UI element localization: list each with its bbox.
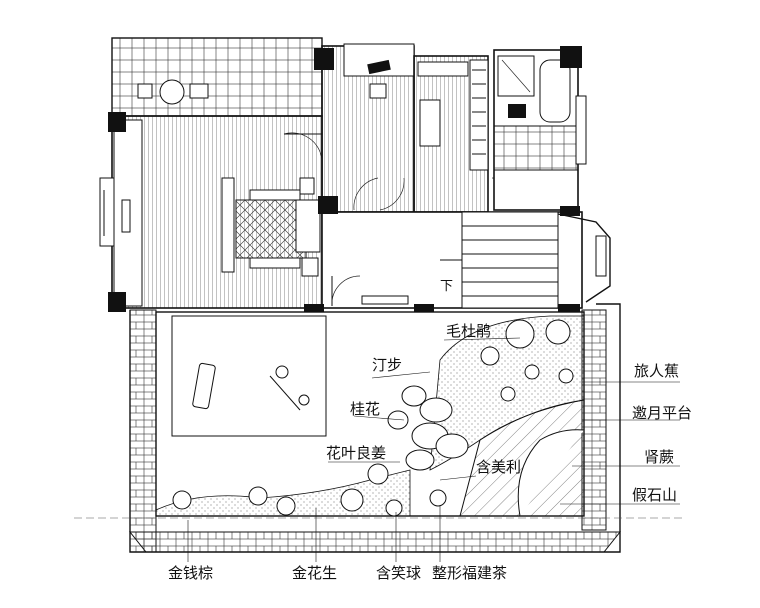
- stair-down-mark: 下: [440, 279, 453, 294]
- columns: [108, 46, 582, 312]
- label-tingbu: 汀步: [372, 356, 402, 374]
- tiled-balcony: [111, 37, 323, 117]
- label-maodujuan: 毛杜鹃: [446, 322, 491, 340]
- leader-lines: [187, 337, 680, 562]
- label-zhengxing-fujiancha: 整形福建茶: [432, 564, 507, 582]
- label-jinqianzong: 金钱棕: [168, 564, 213, 582]
- label-huaye-liangjiang: 花叶良姜: [326, 444, 386, 462]
- bathroom: [493, 49, 587, 211]
- living-room: [99, 115, 323, 309]
- label-hanxiaoqiu: 含笑球: [376, 564, 421, 582]
- label-guihua: 桂花: [350, 400, 380, 418]
- label-hanmeili: 含美利: [476, 458, 521, 476]
- label-shenjue: 肾蕨: [644, 448, 674, 466]
- label-yaoyue-pingtai: 邀月平台: [632, 404, 692, 422]
- study-room: [321, 43, 415, 213]
- garden: [128, 303, 622, 553]
- label-jinhuasheng: 金花生: [292, 564, 337, 582]
- label-jiashishan: 假石山: [632, 486, 677, 504]
- staircase: [321, 211, 611, 309]
- closet: [413, 55, 517, 213]
- label-lvrenjiao: 旅人蕉: [634, 362, 679, 380]
